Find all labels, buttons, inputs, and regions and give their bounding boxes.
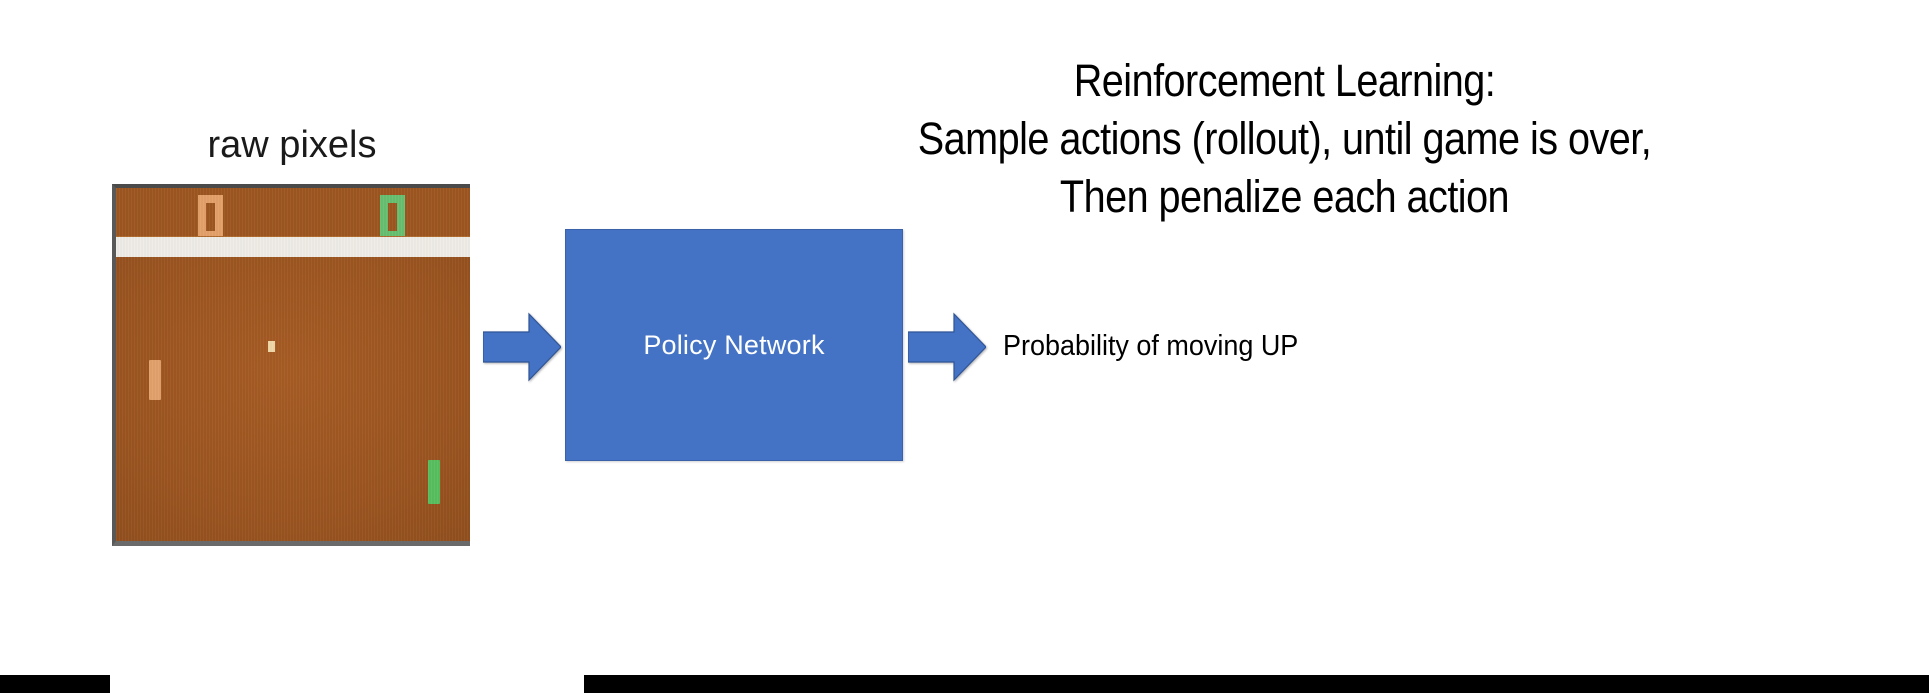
pong-score-right — [380, 195, 405, 239]
title-line-3: Then penalize each action — [1059, 171, 1510, 222]
bottom-bar-left — [0, 675, 110, 693]
arrow-right-icon-input — [483, 308, 561, 386]
pong-ball — [268, 341, 275, 352]
output-probability-label: Probability of moving UP — [1003, 330, 1299, 362]
raw-pixels-caption: raw pixels — [207, 124, 377, 166]
policy-network-label: Policy Network — [643, 329, 825, 360]
bottom-bar-right — [584, 675, 1929, 693]
pong-game-screen — [112, 184, 470, 546]
title-line-1: Reinforcement Learning: — [1073, 55, 1496, 106]
slide-title: Reinforcement Learning: Sample actions (… — [717, 52, 1851, 226]
pong-paddle-left — [149, 360, 161, 400]
policy-network-box[interactable]: Policy Network — [565, 229, 903, 461]
pong-divider-line — [116, 236, 470, 257]
pong-score-left — [198, 195, 223, 239]
pong-lower-field — [116, 257, 470, 541]
title-line-2: Sample actions (rollout), until game is … — [917, 113, 1652, 164]
arrow-right-icon-output — [908, 308, 986, 386]
pong-paddle-right — [428, 460, 440, 504]
pong-score-strip — [116, 188, 470, 236]
